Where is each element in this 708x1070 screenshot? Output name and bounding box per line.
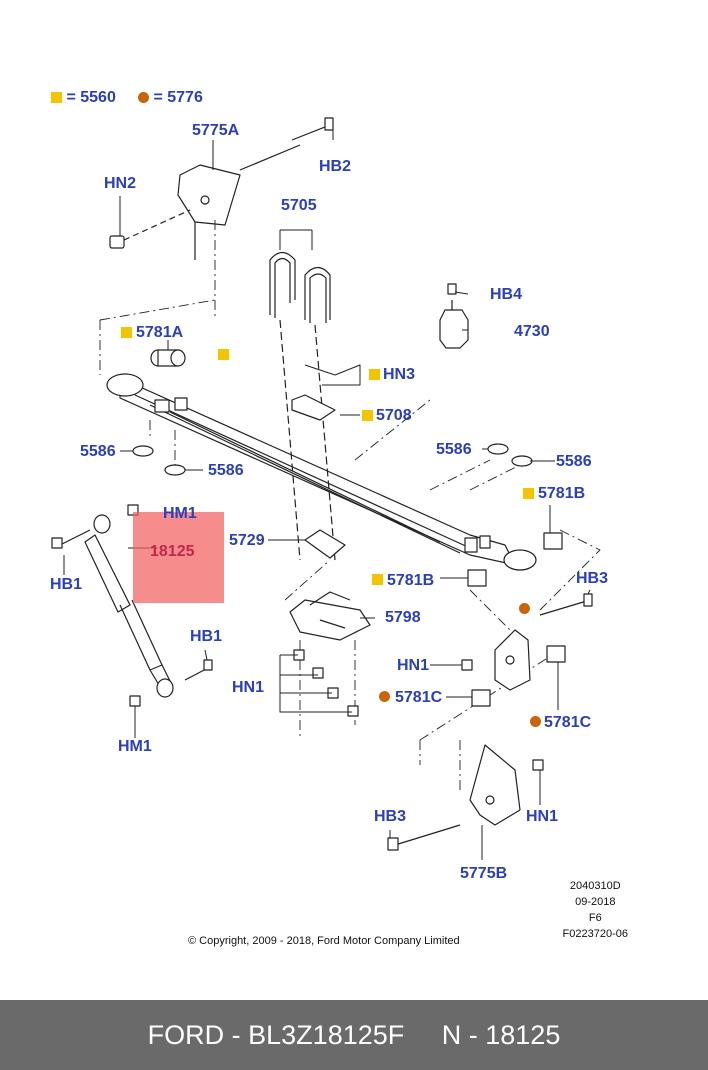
yellow-square-icon <box>218 349 229 360</box>
callout-5586: 5586 <box>556 453 592 470</box>
yellow-square-icon <box>51 92 62 103</box>
callout-5586: 5586 <box>208 462 244 479</box>
front-hanger <box>177 164 241 260</box>
legend-orange-label: = 5776 <box>153 89 203 106</box>
callout-HN1: HN1 <box>526 808 559 825</box>
orange-dot-icon <box>519 603 530 614</box>
callout-HB1: HB1 <box>190 628 223 645</box>
callout-18125: 18125 <box>150 543 195 560</box>
rear-shackle <box>494 629 531 691</box>
legend-orange: = 5776 <box>138 89 203 107</box>
callout-5781B: 5781B <box>387 572 435 589</box>
info-line-4: F0223720-06 <box>562 928 628 940</box>
callout-HB4: HB4 <box>490 286 523 303</box>
callout-5705: 5705 <box>281 197 317 214</box>
callout-HN3: HN3 <box>383 366 416 383</box>
part-number-caption: FORD - BL3Z18125F N - 18125 <box>147 1020 561 1050</box>
callout-HB2: HB2 <box>319 158 352 175</box>
info-line-1: 2040310D <box>569 880 621 892</box>
info-line-2: 09-2018 <box>575 896 616 908</box>
callout-HM1: HM1 <box>163 505 197 522</box>
callout-HN1: HN1 <box>397 657 430 674</box>
callout-HM1: HM1 <box>118 738 152 755</box>
yellow-square-icon <box>523 488 534 499</box>
u-bolts <box>269 251 336 561</box>
orange-dot-icon <box>530 716 541 727</box>
footer-bar <box>0 1000 708 1070</box>
callout-5729: 5729 <box>229 532 265 549</box>
legend-yellow: = 5560 <box>51 89 116 107</box>
callout-5586: 5586 <box>436 441 472 458</box>
callout-HB3: HB3 <box>374 808 407 825</box>
jounce-bumper <box>439 283 469 349</box>
callout-5781A: 5781A <box>136 324 184 341</box>
callout-5781C: 5781C <box>395 689 443 706</box>
callout-5781C: 5781C <box>544 714 592 731</box>
yellow-square-icon <box>362 410 373 421</box>
callout-HB1: HB1 <box>50 576 83 593</box>
callout-5708: 5708 <box>376 407 412 424</box>
leaf-spring <box>106 373 537 571</box>
callout-5586: 5586 <box>80 443 116 460</box>
yellow-square-icon <box>372 574 383 585</box>
callout-5781B: 5781B <box>538 485 586 502</box>
suspension-exploded-diagram <box>51 117 601 860</box>
highlighted-part-box <box>133 512 224 603</box>
callout-5775A: 5775A <box>192 122 240 139</box>
bushing-front <box>150 349 186 367</box>
document-info: 2040310D 09-2018 F6 F0223720-06 <box>563 878 628 942</box>
callout-HN1: HN1 <box>232 679 265 696</box>
rear-hanger <box>469 744 521 826</box>
callout-HB3: HB3 <box>576 570 609 587</box>
callout-4730: 4730 <box>514 323 550 340</box>
shock-absorber <box>84 514 174 698</box>
orange-dot-icon <box>138 92 149 103</box>
yellow-square-icon <box>121 327 132 338</box>
callout-HN2: HN2 <box>104 175 137 192</box>
orange-dot-icon <box>379 691 390 702</box>
info-line-3: F6 <box>588 912 602 924</box>
axle-bracket <box>289 591 371 641</box>
legend-yellow-label: = 5560 <box>66 89 116 106</box>
callout-5798: 5798 <box>385 609 421 626</box>
copyright-text: © Copyright, 2009 - 2018, Ford Motor Com… <box>188 935 460 947</box>
yellow-square-icon <box>369 369 380 380</box>
callout-5775B: 5775B <box>460 865 508 882</box>
